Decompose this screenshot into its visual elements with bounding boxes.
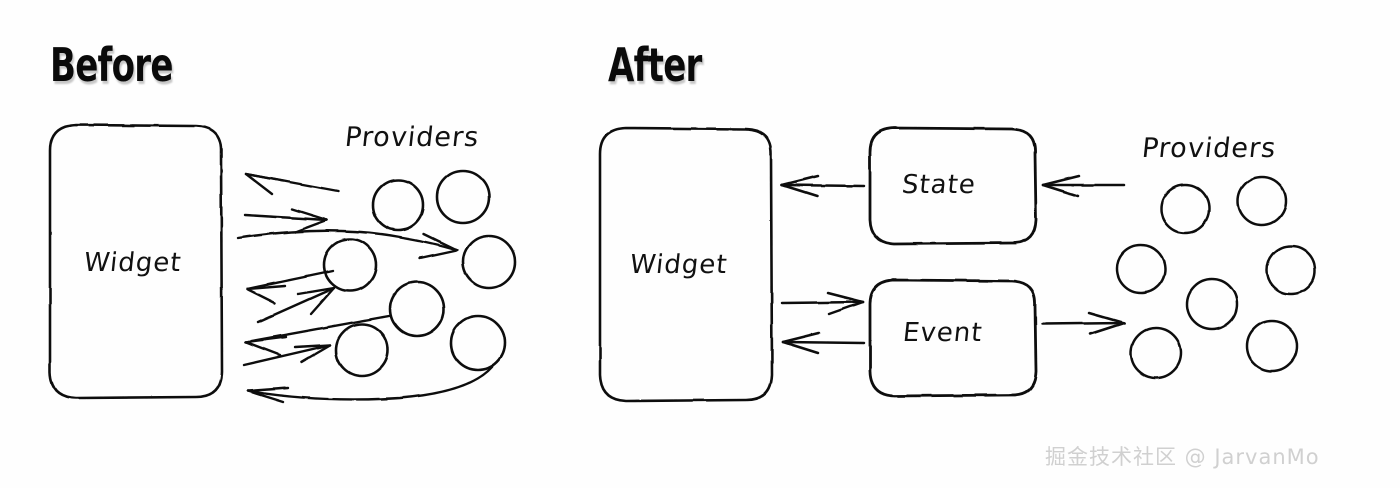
arrow-event-to-widget (781, 331, 866, 355)
provider-circle (1185, 277, 1239, 331)
provider-circle (461, 234, 517, 290)
provider-circle (371, 178, 425, 232)
after-event-label: Event (901, 318, 985, 348)
arrow-event-to-providers (1040, 311, 1126, 336)
watermark: 掘金技术社区 @ JarvanMo (1045, 445, 1320, 469)
before-widget-label: Widget (82, 248, 184, 278)
provider-circle (1265, 244, 1317, 296)
arrow-left-3 (244, 314, 391, 357)
before-arrows (236, 172, 494, 404)
provider-circle (1115, 243, 1167, 295)
after-widget-box[interactable] (598, 126, 774, 403)
before-provider-circles (322, 169, 517, 378)
arrow-left-1 (244, 172, 340, 196)
after-state-label: State (900, 170, 978, 200)
arrow-providers-to-state (1041, 174, 1126, 198)
provider-circle (388, 280, 446, 338)
arrow-right-3 (256, 286, 336, 324)
section-title-after: After (608, 38, 702, 92)
arrow-right-1 (243, 207, 329, 234)
before-widget-box[interactable] (48, 123, 224, 400)
provider-circle (449, 314, 507, 372)
arrow-state-to-widget (780, 174, 866, 198)
provider-circle (1129, 326, 1183, 380)
section-title-before: Before (50, 38, 173, 92)
provider-circle (1245, 319, 1299, 373)
after-provider-circles (1115, 175, 1317, 380)
after-providers-label: Providers (1140, 133, 1278, 164)
arrow-left-2 (245, 269, 335, 305)
after-arrows (780, 174, 1126, 355)
arrow-widget-to-event (780, 291, 865, 316)
after-event-box[interactable] (868, 278, 1038, 398)
before-providers-label: Providers (343, 122, 481, 153)
provider-circle (334, 322, 390, 378)
provider-circle (435, 169, 491, 225)
arrow-left-4-curved (246, 365, 494, 404)
arrow-right-4 (242, 343, 332, 367)
provider-circle (322, 237, 378, 293)
provider-circle (1236, 175, 1288, 227)
arrow-right-2-curved (236, 229, 459, 260)
after-widget-label: Widget (628, 250, 730, 280)
provider-circle (1159, 183, 1211, 235)
after-state-box[interactable] (868, 126, 1038, 246)
